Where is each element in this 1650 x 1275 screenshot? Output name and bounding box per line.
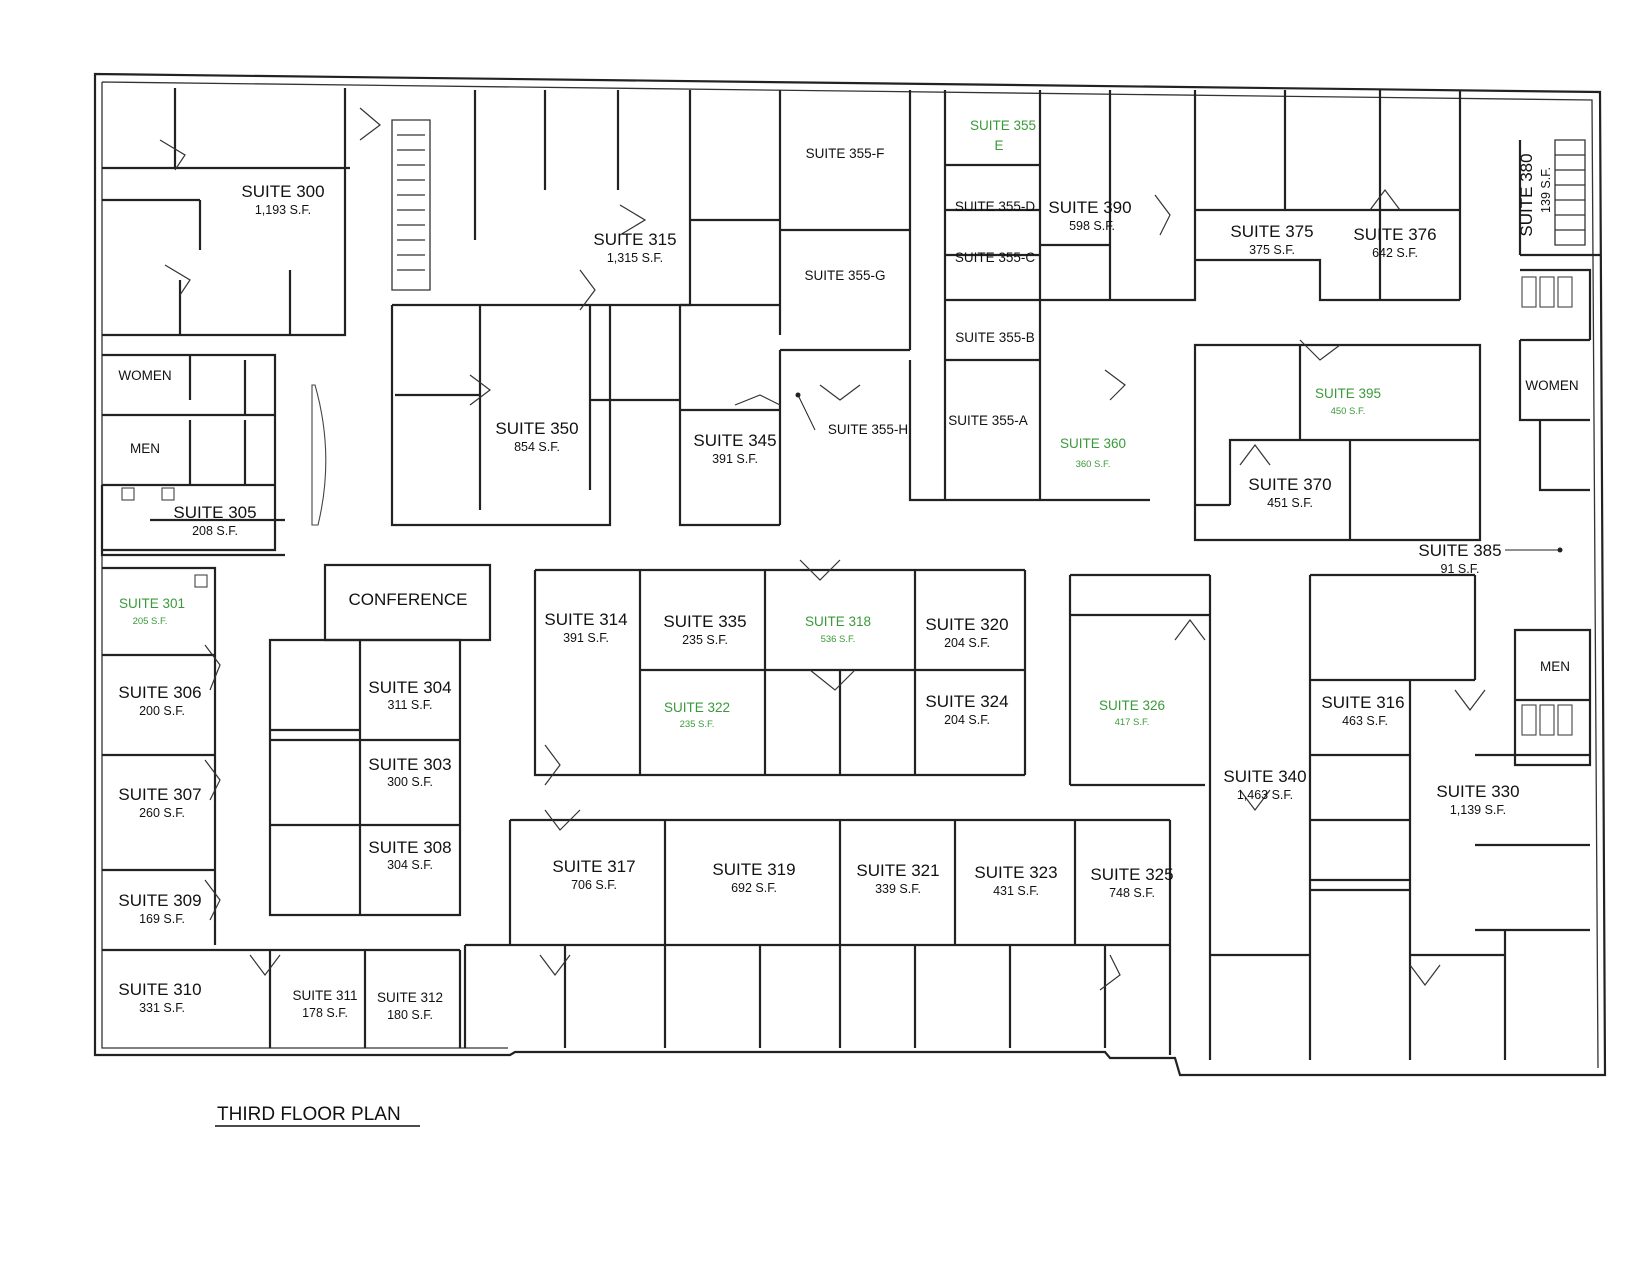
room-sf-s320: 204 S.F.: [944, 636, 990, 650]
room-sf-s303: 300 S.F.: [387, 775, 433, 789]
room-label-s311: SUITE 311: [292, 988, 357, 1003]
room-label-s308: SUITE 308: [368, 838, 451, 857]
room-sf-s345: 391 S.F.: [712, 452, 758, 466]
building-outline: [93, 72, 1607, 1077]
room-label-s301: SUITE 301: [119, 596, 185, 611]
room-sf-s308: 304 S.F.: [387, 858, 433, 872]
room-label-s375: SUITE 375: [1230, 222, 1313, 241]
room-sf-s395: 450 S.F.: [1331, 406, 1366, 417]
room-sf-s311: 178 S.F.: [302, 1006, 348, 1020]
room-label-s355h: SUITE 355-H: [828, 422, 908, 437]
room-label-s335: SUITE 335: [663, 612, 746, 631]
room-sf-s390: 598 S.F.: [1069, 219, 1115, 233]
room-label-s326: SUITE 326: [1099, 698, 1165, 713]
facility-labels: WOMEN MEN WOMEN MEN CONFERENCE: [118, 368, 1578, 674]
interior-walls: [100, 88, 1600, 1060]
room-sf-s326: 417 S.F.: [1115, 717, 1150, 728]
room-sf-s319: 692 S.F.: [731, 881, 777, 895]
room-sf-s335: 235 S.F.: [682, 633, 728, 647]
room-label-s380: SUITE 380: [1517, 153, 1536, 236]
room-label-s304: SUITE 304: [368, 678, 451, 697]
room-sf-s304: 311 S.F.: [388, 698, 433, 712]
room-label-s395: SUITE 395: [1315, 386, 1381, 401]
room-label-s355d: SUITE 355-D: [955, 199, 1036, 214]
room-label-s310: SUITE 310: [118, 980, 201, 999]
room-sf-s325: 748 S.F.: [1109, 886, 1155, 900]
restroom-men-left: MEN: [130, 441, 160, 456]
leader-lines: [795, 392, 1563, 553]
room-label-s345: SUITE 345: [693, 431, 776, 450]
room-sf-s305: 208 S.F.: [192, 524, 238, 538]
room-sf-s324: 204 S.F.: [944, 713, 990, 727]
room-label-s355a: SUITE 355-A: [948, 413, 1028, 428]
room-label-s315: SUITE 315: [593, 230, 676, 249]
room-sf-s309: 169 S.F.: [139, 912, 185, 926]
room-label-s340: SUITE 340: [1223, 767, 1306, 786]
room-sf-s321: 339 S.F.: [875, 882, 921, 896]
room-label-s306: SUITE 306: [118, 683, 201, 702]
restroom-women-right: WOMEN: [1525, 378, 1578, 393]
room-label-s355f: SUITE 355-F: [806, 146, 885, 161]
room-label-s325: SUITE 325: [1090, 865, 1173, 884]
room-sf-s306: 200 S.F.: [139, 704, 185, 718]
room-label-s322: SUITE 322: [664, 700, 730, 715]
room-label-s355b: SUITE 355-B: [955, 330, 1035, 345]
room-label-s318: SUITE 318: [805, 614, 871, 629]
room-sf-s340: 1,463 S.F.: [1237, 788, 1293, 802]
room-label-s303: SUITE 303: [368, 755, 451, 774]
room-sf-s307: 260 S.F.: [139, 806, 185, 820]
room-sf-s330: 1,139 S.F.: [1450, 803, 1506, 817]
room-label-s307: SUITE 307: [118, 785, 201, 804]
room-label-s355e: SUITE 355: [970, 118, 1036, 133]
room-label-s317: SUITE 317: [552, 857, 635, 876]
room-label-s323: SUITE 323: [974, 863, 1057, 882]
room-sf-s350: 854 S.F.: [514, 440, 560, 454]
room-sf-s375: 375 S.F.: [1249, 243, 1295, 257]
room-label-s300: SUITE 300: [241, 182, 324, 201]
room-sf-s317: 706 S.F.: [571, 878, 617, 892]
room-sf-s318: 536 S.F.: [821, 634, 856, 645]
room-label-s350: SUITE 350: [495, 419, 578, 438]
room-sf-s355e: E: [994, 138, 1003, 153]
restroom-men-right: MEN: [1540, 659, 1570, 674]
room-label-s312: SUITE 312: [377, 990, 443, 1005]
room-label-s360: SUITE 360: [1060, 436, 1126, 451]
room-label-s376: SUITE 376: [1353, 225, 1436, 244]
restroom-fixtures: [121, 276, 1573, 736]
room-sf-s322: 235 S.F.: [680, 719, 715, 730]
room-sf-s310: 331 S.F.: [139, 1001, 185, 1015]
room-sf-s360: 360 S.F.: [1076, 459, 1111, 470]
room-label-s390: SUITE 390: [1048, 198, 1131, 217]
door-swings: [159, 107, 1486, 991]
plan-title: THIRD FLOOR PLAN: [217, 1104, 401, 1125]
room-sf-s370: 451 S.F.: [1267, 496, 1313, 510]
room-sf-s385: 91 S.F.: [1441, 562, 1480, 576]
restroom-women-left: WOMEN: [118, 368, 171, 383]
room-label-s314: SUITE 314: [544, 610, 627, 629]
conference-room-label: CONFERENCE: [348, 590, 467, 609]
room-label-s330: SUITE 330: [1436, 782, 1519, 801]
room-label-s305: SUITE 305: [173, 503, 256, 522]
room-label-s370: SUITE 370: [1248, 475, 1331, 494]
room-label-s319: SUITE 319: [712, 860, 795, 879]
room-label-s316: SUITE 316: [1321, 693, 1404, 712]
room-label-s320: SUITE 320: [925, 615, 1008, 634]
room-label-s355g: SUITE 355-G: [804, 268, 885, 283]
room-labels: SUITE 300 1,193 S.F. SUITE 315 1,315 S.F…: [118, 118, 1553, 1022]
room-sf-s316: 463 S.F.: [1342, 714, 1388, 728]
room-label-s355c: SUITE 355-C: [955, 250, 1036, 265]
room-label-s321: SUITE 321: [856, 861, 939, 880]
room-label-s309: SUITE 309: [118, 891, 201, 910]
room-sf-s314: 391 S.F.: [563, 631, 609, 645]
room-sf-s376: 642 S.F.: [1372, 246, 1418, 260]
room-sf-s301: 205 S.F.: [133, 616, 168, 627]
room-sf-s312: 180 S.F.: [387, 1008, 433, 1022]
room-sf-s380: 139 S.F.: [1539, 167, 1553, 213]
room-sf-s323: 431 S.F.: [993, 884, 1039, 898]
room-sf-s300: 1,193 S.F.: [255, 203, 311, 217]
room-label-s385: SUITE 385: [1418, 541, 1501, 560]
room-label-s324: SUITE 324: [925, 692, 1008, 711]
room-sf-s315: 1,315 S.F.: [607, 251, 663, 265]
